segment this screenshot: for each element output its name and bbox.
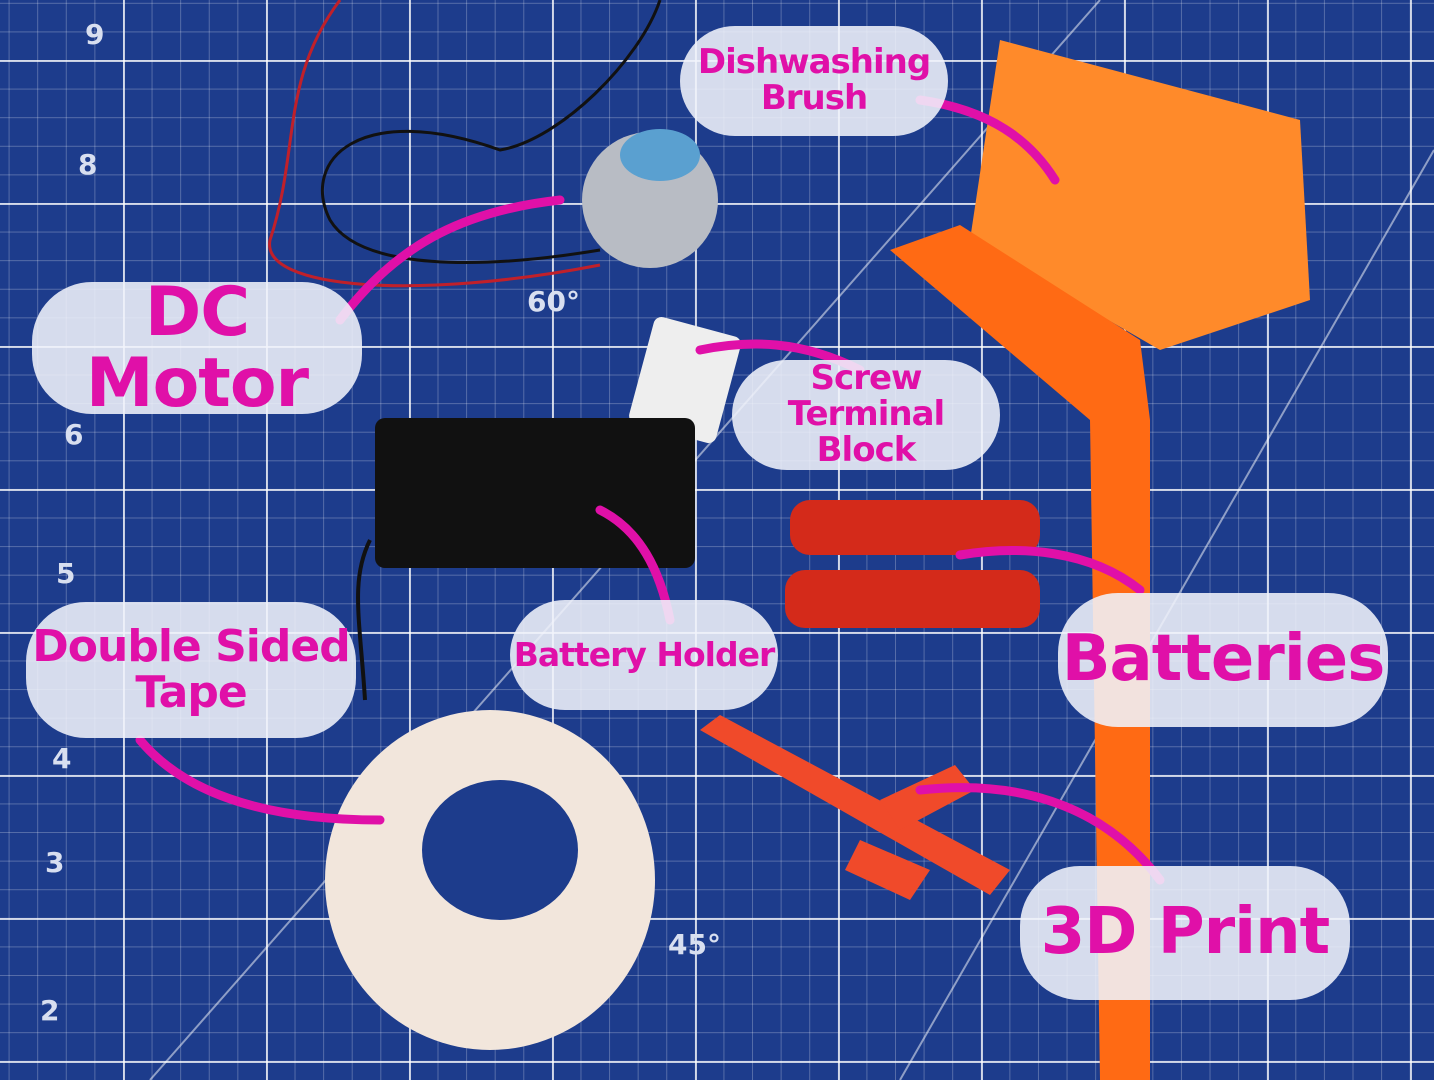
label-line: Block [816, 429, 917, 470]
battery [785, 570, 1040, 628]
mat-angle: 45° [668, 928, 721, 961]
label-dishwashing-brush: Dishwashing Brush [680, 26, 948, 136]
battery [790, 500, 1040, 555]
label-line: Tape [135, 667, 247, 718]
arrow-motor [335, 195, 565, 325]
arrow-brush [915, 95, 1060, 185]
mat-number: 2 [40, 994, 60, 1027]
battery-holder [375, 418, 695, 568]
black-wire [320, 0, 662, 264]
brush-bristles [970, 40, 1310, 350]
mat-number: 4 [52, 742, 72, 775]
label-line: Battery Holder [513, 634, 776, 674]
mat-number: 9 [85, 18, 105, 51]
tape-hole [422, 780, 578, 920]
motor-cam [620, 129, 700, 181]
label-dc-motor: DC Motor [32, 276, 362, 419]
3d-print-sword [700, 715, 1010, 895]
mat-number: 8 [78, 148, 98, 181]
mat-angle: 60° [527, 285, 580, 318]
label-line: Double Sided [32, 620, 350, 672]
arrow-tape [135, 735, 385, 825]
label-line: DC Motor [85, 272, 309, 423]
label-batteries: Batteries [1058, 593, 1388, 727]
label-double-sided-tape: Double Sided Tape [26, 602, 356, 738]
arrow-print [915, 783, 1165, 885]
label-line: 3D Print [1040, 895, 1330, 970]
holder-wire [356, 539, 372, 701]
mat-number: 3 [45, 846, 65, 879]
mat-number: 5 [56, 557, 76, 590]
label-line: Dishwashing [697, 42, 931, 83]
mat-number: 6 [64, 418, 84, 451]
red-wire [268, 0, 601, 288]
label-line: Brush [760, 78, 868, 118]
label-battery-holder: Battery Holder [510, 600, 778, 710]
label-screw-terminal-block: Screw Terminal Block [732, 360, 1000, 470]
label-line: Screw Terminal [787, 358, 945, 435]
sword-guard [845, 765, 975, 900]
label-3d-print: 3D Print [1020, 866, 1350, 1000]
label-line: Batteries [1061, 622, 1386, 697]
arrow-batteries [955, 546, 1145, 595]
